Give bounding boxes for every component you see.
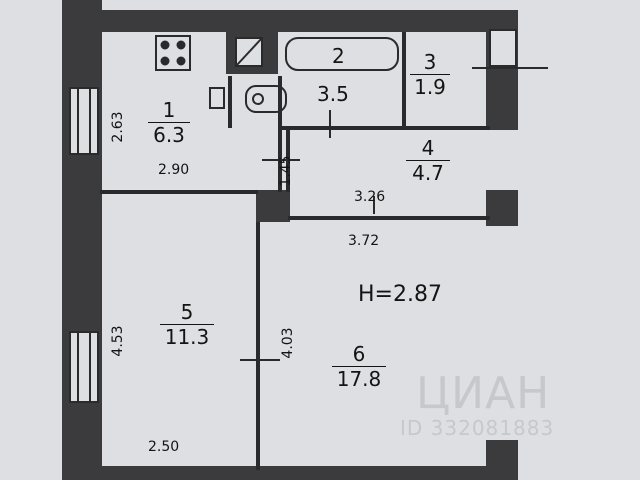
room-6-number: 6 (352, 342, 366, 366)
watermark-id: ID 332081883 (400, 416, 555, 440)
fixtures (155, 35, 399, 113)
room-4-number: 4 (421, 136, 435, 160)
room-4-area: 4.7 (412, 161, 444, 185)
room-5-number: 5 (180, 300, 194, 324)
dim-room6-width: 3.72 (348, 233, 380, 249)
room-6-label: 6 17.8 (332, 344, 386, 389)
dim-room5-width: 2.50 (148, 439, 180, 455)
dim-kitchen-width: 2.90 (158, 162, 190, 178)
room-1-label: 1 6.3 (148, 100, 190, 145)
windows (69, 29, 517, 403)
right-wall-middle (486, 190, 518, 226)
window-kitchen (69, 87, 99, 155)
dim-room5-height: 4.53 (110, 325, 126, 357)
partitions (100, 32, 490, 470)
right-wall-upper (486, 10, 518, 130)
room-1-number: 1 (162, 98, 176, 122)
room-3-area: 1.9 (414, 75, 446, 99)
ceiling-height: H=2.87 (358, 282, 442, 307)
wall-pillar (256, 190, 290, 222)
dimension-ticks (240, 67, 548, 361)
toilet-icon (245, 85, 287, 113)
stove-icon (155, 35, 191, 71)
room-5-area: 11.3 (164, 325, 210, 349)
room-3-label: 3 1.9 (410, 52, 450, 97)
dim-corridor-height: 1.45 (278, 155, 294, 187)
bathtub-icon (285, 37, 399, 71)
right-wall-lower (486, 440, 518, 480)
watermark-brand: ЦИАН (416, 368, 551, 419)
dim-corridor-width: 3.26 (354, 189, 386, 205)
window-room5 (69, 331, 99, 403)
bottom-wall (100, 466, 490, 480)
dim-room6-height: 4.03 (280, 327, 296, 359)
room-2-number: 2 (332, 44, 345, 68)
room-4-label: 4 4.7 (406, 138, 450, 183)
dim-kitchen-height: 2.63 (110, 111, 126, 143)
window-toilet (489, 29, 517, 67)
top-wall (62, 10, 518, 32)
room-2-area: 3.5 (317, 82, 349, 106)
room-3-number: 3 (423, 50, 437, 74)
walls (62, 0, 518, 480)
sink-icon (209, 87, 225, 109)
left-wall (62, 0, 102, 480)
room-1-area: 6.3 (153, 123, 185, 147)
room-6-area: 17.8 (336, 367, 382, 391)
room-5-label: 5 11.3 (160, 302, 214, 347)
